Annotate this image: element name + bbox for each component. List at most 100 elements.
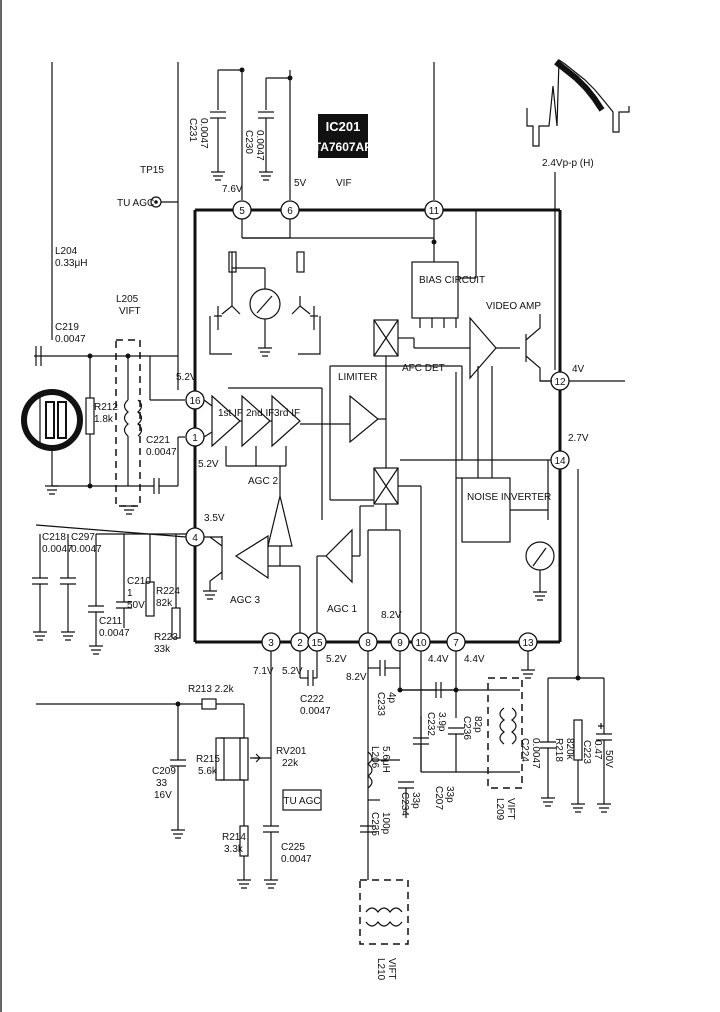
- svg-text:VIFT: VIFT: [505, 798, 516, 820]
- svg-text:4.4V: 4.4V: [464, 654, 485, 665]
- svg-text:8.2V: 8.2V: [381, 610, 402, 621]
- svg-text:C231: C231: [187, 118, 198, 142]
- svg-text:L210: L210: [375, 958, 386, 981]
- svg-text:5.2V: 5.2V: [326, 654, 347, 665]
- svg-text:4p: 4p: [386, 692, 397, 704]
- afc-detector: AFC DET: [373, 319, 445, 505]
- svg-text:C234: C234: [399, 792, 410, 816]
- svg-text:3.5V: 3.5V: [204, 513, 225, 524]
- svg-text:C236: C236: [461, 716, 472, 740]
- vif-transformer-l209: L209 VIFT: [487, 677, 523, 821]
- svg-text:C209: C209: [152, 766, 176, 777]
- svg-text:C218: C218: [42, 532, 66, 543]
- svg-text:5V: 5V: [294, 178, 307, 189]
- svg-text:7.6V: 7.6V: [222, 184, 243, 195]
- svg-text:3.9p: 3.9p: [436, 712, 447, 732]
- svg-text:100p: 100p: [380, 812, 391, 835]
- svg-text:7.1V: 7.1V: [253, 666, 274, 677]
- svg-text:5.2V: 5.2V: [198, 459, 219, 470]
- svg-text:4.4V: 4.4V: [428, 654, 449, 665]
- top-wiring: [51, 62, 435, 390]
- svg-text:R218: R218: [553, 738, 564, 762]
- svg-text:LIMITER: LIMITER: [338, 372, 377, 383]
- svg-text:13: 13: [522, 638, 534, 649]
- svg-text:6: 6: [287, 206, 293, 217]
- svg-text:C223: C223: [581, 740, 592, 764]
- svg-text:5.6μH: 5.6μH: [380, 746, 391, 773]
- svg-text:1.8k: 1.8k: [94, 414, 114, 425]
- svg-text:L206: L206: [369, 746, 380, 769]
- svg-text:C230: C230: [243, 130, 254, 154]
- svg-text:22k: 22k: [282, 758, 299, 769]
- if-amp-1: 1st IF: [211, 394, 243, 448]
- svg-text:33: 33: [156, 778, 168, 789]
- pin-10: 104.4V: [411, 632, 449, 665]
- pin-7: 74.4V: [446, 632, 485, 665]
- svg-text:8.2V: 8.2V: [346, 672, 367, 683]
- svg-text:2.7V: 2.7V: [568, 433, 589, 444]
- resistor-r213: R213 2.2k: [188, 684, 235, 695]
- svg-text:1: 1: [192, 433, 198, 444]
- pin3-network: [36, 651, 318, 889]
- svg-text:50V: 50V: [603, 750, 614, 768]
- svg-text:0.0047: 0.0047: [42, 544, 73, 555]
- resistor-r212: R212 1.8k: [85, 353, 118, 489]
- svg-text:TA7607AP: TA7607AP: [314, 140, 372, 154]
- capacitor-c221: C221 0.0047: [52, 356, 185, 494]
- svg-text:0.0047: 0.0047: [71, 544, 102, 555]
- svg-text:82p: 82p: [472, 716, 483, 733]
- video-amp: VIDEO AMP: [414, 301, 625, 382]
- vif-transformer-l205: L205 VIFT: [115, 294, 143, 515]
- agc-3: AGC 3: [203, 534, 301, 633]
- svg-text:NOISE INVERTER: NOISE INVERTER: [467, 492, 551, 503]
- tu-agc-box: TU AGC: [282, 789, 322, 811]
- svg-text:AGC 3: AGC 3: [230, 595, 260, 606]
- svg-text:C207: C207: [433, 786, 444, 810]
- svg-text:5.2V: 5.2V: [176, 372, 197, 383]
- tank-network: [360, 651, 520, 880]
- limiter-block: LIMITER: [300, 372, 386, 444]
- svg-text:C211: C211: [99, 616, 123, 627]
- agc-2: AGC 2: [248, 466, 293, 566]
- internal-wires: [329, 338, 463, 633]
- pin4-network: [32, 524, 187, 655]
- svg-text:VIFT: VIFT: [386, 958, 397, 980]
- meter-icon: [525, 541, 555, 601]
- pin-2: 25.2V: [282, 632, 310, 677]
- if-amp-2: 2nd IF: [241, 394, 274, 448]
- svg-text:C235: C235: [369, 812, 380, 836]
- pin-14: 142.7V: [550, 433, 589, 470]
- svg-text:0.0047: 0.0047: [281, 854, 312, 865]
- svg-text:AGC 1: AGC 1: [327, 604, 357, 615]
- ic-body: [193, 208, 562, 644]
- svg-text:VIFT: VIFT: [119, 306, 141, 317]
- svg-text:RV201: RV201: [276, 746, 307, 757]
- svg-text:0.0047: 0.0047: [146, 447, 177, 458]
- svg-text:C219: C219: [55, 322, 79, 333]
- svg-text:C297: C297: [71, 532, 95, 543]
- svg-text:L205: L205: [116, 294, 139, 305]
- svg-text:TP15: TP15: [140, 165, 164, 176]
- ground-symbols-top: [211, 171, 273, 181]
- capacitor-c219: C219 0.0047: [34, 322, 178, 366]
- svg-text:0.0047: 0.0047: [530, 738, 541, 769]
- svg-text:3: 3: [268, 638, 274, 649]
- svg-text:0.0047: 0.0047: [55, 334, 86, 345]
- svg-text:16V: 16V: [154, 790, 172, 801]
- pin-6: 6 5V: [280, 178, 307, 220]
- svg-text:9: 9: [397, 638, 403, 649]
- agc-1: AGC 1: [316, 499, 374, 633]
- svg-text:R224: R224: [156, 586, 180, 597]
- svg-text:0.0047: 0.0047: [300, 706, 331, 717]
- svg-text:IC201: IC201: [326, 119, 361, 134]
